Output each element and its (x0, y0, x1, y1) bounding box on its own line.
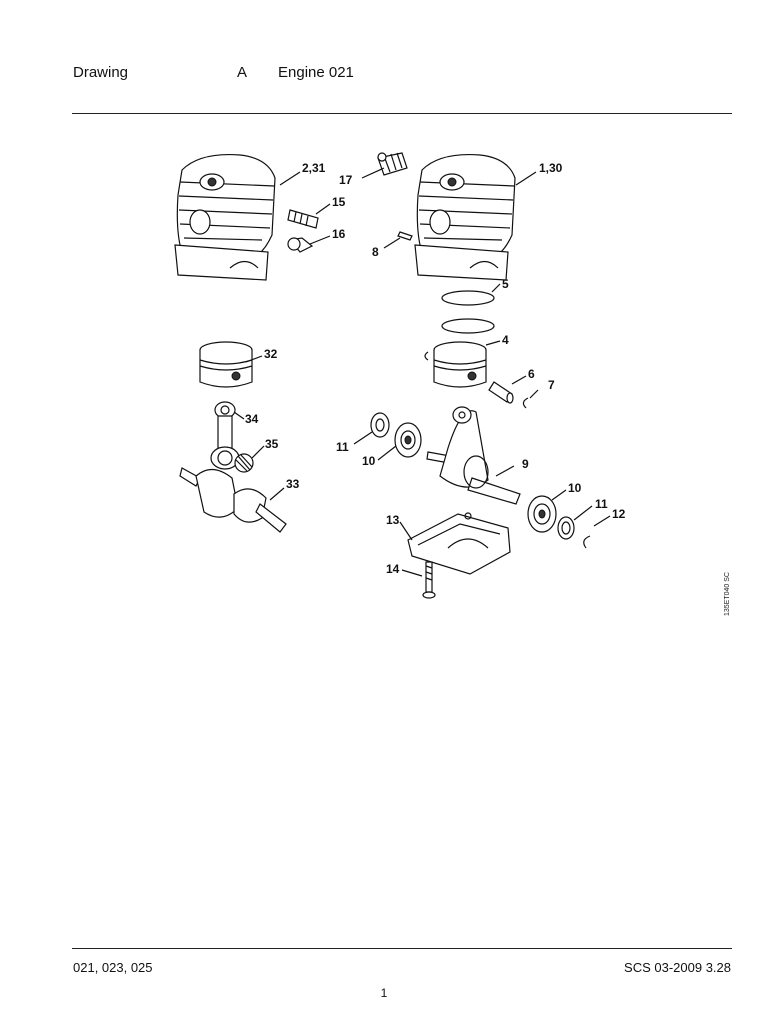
oil-seal-left (370, 412, 390, 438)
crankcase (407, 512, 511, 575)
circlip-12 (583, 535, 591, 549)
ball-bearing-left (394, 422, 422, 458)
footer-models: 021, 023, 025 (73, 960, 153, 975)
screw-14 (422, 561, 436, 599)
callout-label: 6 (528, 367, 535, 381)
header-letter: A (237, 64, 248, 81)
callout-label: 11 (595, 497, 608, 511)
callout-label: 13 (386, 513, 400, 527)
header-title: Engine 021 (278, 64, 354, 81)
decompression-valve (377, 152, 408, 176)
callout-label: 10 (362, 454, 376, 468)
oil-seal-right (557, 516, 575, 540)
callout-label: 16 (332, 227, 346, 241)
callout-label: 34 (245, 412, 259, 426)
piston-ring-lower (441, 318, 495, 334)
crankshaft-left (179, 467, 287, 533)
needle-bearing (234, 453, 254, 473)
callout-labels: 2,31 17 1,30 15 16 8 5 4 32 6 7 34 11 35… (245, 161, 626, 576)
small-screw (397, 231, 413, 241)
callout-label: 5 (502, 277, 509, 291)
cylinder-left (174, 153, 276, 281)
callout-label: 2,31 (302, 161, 326, 175)
callout-label: 17 (339, 173, 353, 187)
connecting-rod (210, 401, 240, 470)
leader-lines (233, 167, 611, 577)
callout-label: 8 (372, 245, 379, 259)
footer-ref: SCS 03-2009 3.28 (624, 960, 731, 975)
callout-label: 15 (332, 195, 346, 209)
callout-label: 1,30 (539, 161, 563, 175)
crankshaft-right (426, 406, 521, 505)
callout-label: 12 (612, 507, 626, 521)
callout-label: 33 (286, 477, 300, 491)
header-drawing-label: Drawing (73, 64, 129, 81)
piston-pin (488, 381, 514, 404)
page-number: 1 (380, 986, 388, 1000)
callout-label: 14 (386, 562, 400, 576)
callout-label: 7 (548, 378, 555, 392)
plug-cap-part (287, 237, 314, 253)
piston-ring-upper (441, 290, 495, 306)
spark-plug-part (287, 209, 319, 229)
ball-bearing-right (527, 495, 557, 533)
piston-left (199, 341, 253, 388)
footer-rule (72, 948, 732, 949)
header-rule (72, 113, 732, 114)
callout-label: 9 (522, 457, 529, 471)
callout-label: 4 (502, 333, 509, 347)
piston-right (424, 341, 487, 388)
cylinder-right (414, 153, 516, 281)
figure-code: 135ET040 SC (724, 572, 731, 616)
circlip-7 (522, 397, 529, 409)
callout-label: 35 (265, 437, 279, 451)
callout-label: 10 (568, 481, 582, 495)
callout-label: 11 (336, 440, 349, 454)
callout-label: 32 (264, 347, 278, 361)
